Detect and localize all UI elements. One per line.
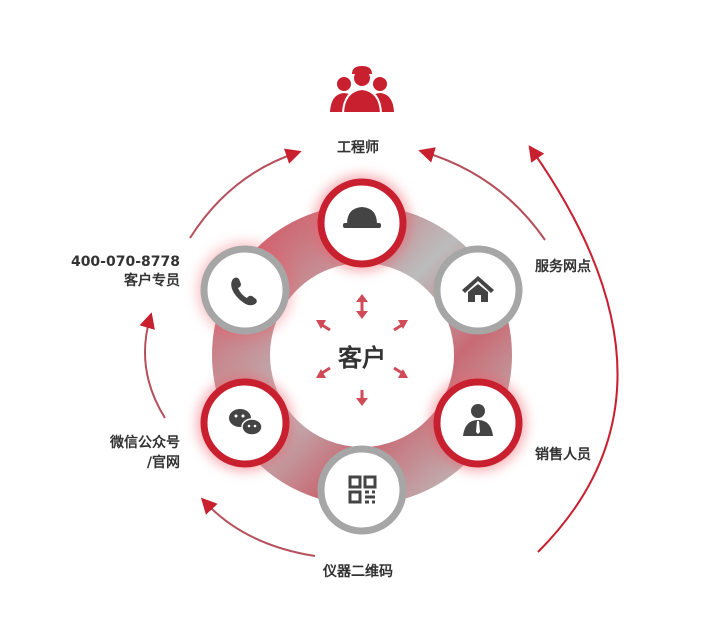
label-engineer: 工程师 xyxy=(337,140,379,156)
label-sales: 销售人员 xyxy=(535,447,591,463)
arrow-phone-to-engineer xyxy=(189,148,302,239)
node-service-outlet xyxy=(433,245,523,335)
engineers-group-icon xyxy=(330,66,394,114)
helmet-icon xyxy=(343,207,381,228)
label-phone-number: 400-070-8778 xyxy=(70,254,180,270)
person-tie-icon xyxy=(463,404,493,436)
node-phone xyxy=(197,242,293,338)
arrow-qr-to-wechat xyxy=(200,497,316,557)
arrow-wechat-to-phone xyxy=(139,312,166,419)
node-engineer xyxy=(314,175,410,271)
label-qr-code: 仪器二维码 xyxy=(323,564,393,580)
qr-code-icon xyxy=(348,475,377,504)
label-phone-agent: 客户专员 xyxy=(124,273,180,289)
label-wechat-line1: 微信公众号 xyxy=(110,435,180,451)
label-phone: 400-070-8778 客户专员 xyxy=(71,254,180,290)
center-arrows xyxy=(316,294,408,406)
label-service-outlet: 服务网点 xyxy=(535,259,591,275)
node-wechat xyxy=(197,375,293,471)
phone-icon xyxy=(231,277,257,306)
node-qr-code xyxy=(317,445,407,535)
arrow-sales-to-engineer xyxy=(528,145,619,553)
wechat-icon xyxy=(229,409,263,436)
arrow-outlet-to-engineer xyxy=(418,147,546,241)
house-icon xyxy=(462,276,494,302)
label-wechat-line2: /官网 xyxy=(146,455,180,471)
center-label-customer: 客户 xyxy=(338,344,386,372)
node-sales xyxy=(430,375,526,471)
label-wechat: 微信公众号 /官网 xyxy=(110,432,180,472)
